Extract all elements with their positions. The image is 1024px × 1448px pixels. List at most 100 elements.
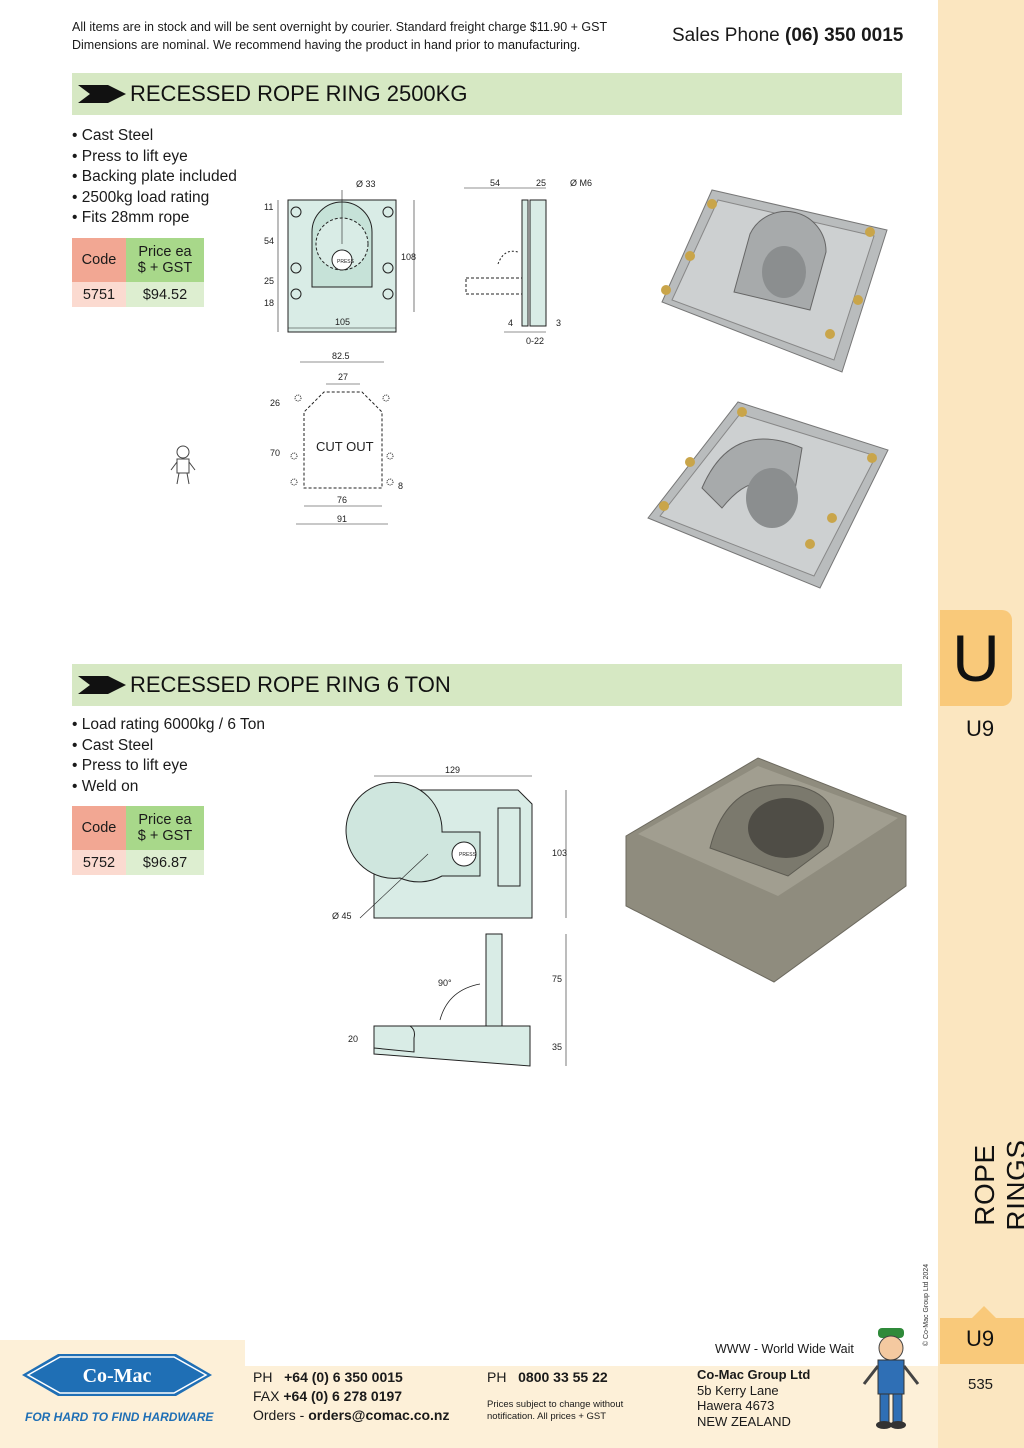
feature-item: Cast Steel xyxy=(72,736,265,757)
dim-label: 90° xyxy=(438,978,452,988)
mascot-icon xyxy=(862,1328,920,1429)
feature-item: Fits 28mm rope xyxy=(72,208,237,229)
comac-logo: Co-Mac xyxy=(22,1354,212,1396)
company-name: Co-Mac Group Ltd xyxy=(697,1367,811,1382)
product-price: $94.52 xyxy=(126,282,204,307)
price-header: Price ea $ + GST xyxy=(126,238,204,282)
price-header-line2: $ + GST xyxy=(137,260,193,276)
code-header: Code xyxy=(72,238,126,282)
dim-label: 54 xyxy=(490,178,500,188)
dim-label: Ø 45 xyxy=(332,911,352,921)
dim-label: 25 xyxy=(536,178,546,188)
product-photo-6ton xyxy=(625,757,907,983)
dim-label: 4 xyxy=(508,318,513,328)
product-photo-2500kg-open xyxy=(647,401,889,589)
phone-line: PH +64 (0) 6 350 0015 xyxy=(253,1368,450,1387)
dim-label: 129 xyxy=(445,765,460,775)
arrow-icon xyxy=(78,85,126,103)
fax-label: FAX xyxy=(253,1388,280,1404)
press-label: PRESS xyxy=(459,852,477,858)
price-header-line2: $ + GST xyxy=(137,828,193,844)
cutout-label: CUT OUT xyxy=(316,439,374,454)
bottom-tab xyxy=(940,1318,1024,1364)
press-label: PRESS xyxy=(337,259,355,265)
arrow-icon xyxy=(78,676,126,694)
feature-item: Backing plate included xyxy=(72,167,237,188)
price-note-line1: Prices subject to change without xyxy=(487,1399,624,1410)
section-code-bottom: U9 xyxy=(966,1326,995,1351)
dim-label: 54 xyxy=(264,236,274,246)
logo-text: Co-Mac xyxy=(83,1365,152,1387)
address-line: Hawera 4673 xyxy=(697,1398,775,1413)
header-note: All items are in stock and will be sent … xyxy=(72,18,662,54)
sales-phone-label: Sales Phone xyxy=(672,25,780,46)
side-view-drawing: 54 25 Ø M6 4 3 0-22 xyxy=(464,178,592,346)
dim-label: 91 xyxy=(337,514,347,524)
dim-label: 18 xyxy=(264,298,274,308)
price-note-line2: notification. All prices + GST xyxy=(487,1411,607,1422)
feature-item: 2500kg load rating xyxy=(72,188,237,209)
www-slogan: WWW - World Wide Wait xyxy=(715,1342,854,1356)
dim-label: Ø M6 xyxy=(570,178,592,188)
phone-label: PH xyxy=(253,1369,273,1385)
dim-label: 105 xyxy=(335,317,350,327)
price-header-line1: Price ea xyxy=(138,812,192,828)
price-header-line1: Price ea xyxy=(138,244,192,260)
side-profile-drawing: 90° 75 35 20 xyxy=(348,933,567,1067)
orders-line: Orders - orders@comac.co.nz xyxy=(253,1406,450,1425)
dim-label: 3 xyxy=(556,318,561,328)
dim-label: 82.5 xyxy=(332,351,350,361)
dim-label: 35 xyxy=(552,1042,562,1052)
dim-label: 0-22 xyxy=(526,336,544,346)
freephone-number: 0800 33 55 22 xyxy=(518,1369,608,1385)
dim-label: 26 xyxy=(270,398,280,408)
dim-label: 11 xyxy=(264,202,273,212)
bottom-tab-notch xyxy=(972,1306,996,1318)
address-line: NEW ZEALAND xyxy=(697,1413,791,1429)
cutout-drawing: 82.5 27 26 70 CUT OUT 8 76 91 xyxy=(270,351,403,525)
product-banner-6ton: RECESSED ROPE RING 6 TON xyxy=(72,664,902,706)
product-title: RECESSED ROPE RING 2500KG xyxy=(130,81,468,106)
section-code-top: U9 xyxy=(966,716,995,741)
feature-list: Cast Steel Press to lift eye Backing pla… xyxy=(72,126,237,229)
product-price: $96.87 xyxy=(126,850,204,875)
dim-label: 103 xyxy=(552,848,567,858)
dim-label: 70 xyxy=(270,448,280,458)
sales-phone: Sales Phone (06) 350 0015 xyxy=(672,25,903,47)
dim-label: Ø 33 xyxy=(356,179,376,189)
product-code: 5752 xyxy=(72,850,126,875)
dim-label: 76 xyxy=(337,495,347,505)
dim-label: 8 xyxy=(398,481,403,491)
product-title: RECESSED ROPE RING 6 TON xyxy=(130,672,451,697)
product-banner-2500kg: RECESSED ROPE RING 2500KG xyxy=(72,73,902,115)
code-header: Code xyxy=(72,806,126,850)
phone-number: +64 (0) 6 350 0015 xyxy=(284,1369,403,1385)
price-note: Prices subject to change without notific… xyxy=(487,1399,623,1423)
dim-label: 27 xyxy=(338,372,348,382)
feature-item: Press to lift eye xyxy=(72,756,265,777)
header-note-line2: Dimensions are nominal. We recommend hav… xyxy=(72,38,581,52)
feature-item: Load rating 6000kg / 6 Ton xyxy=(72,715,265,736)
feature-list: Load rating 6000kg / 6 Ton Cast Steel Pr… xyxy=(72,715,265,797)
category-label: ROPE RINGS xyxy=(969,1139,1024,1231)
freephone-label: PH xyxy=(487,1369,507,1385)
product-photo-2500kg-closed xyxy=(661,189,888,373)
top-view-drawing: PRESS 129 103 Ø 45 xyxy=(332,765,567,921)
dim-label: 75 xyxy=(552,974,562,984)
address-block: Co-Mac Group Ltd 5b Kerry Lane Hawera 46… xyxy=(697,1367,810,1429)
fax-line: FAX +64 (0) 6 278 0197 xyxy=(253,1387,450,1406)
fax-number: +64 (0) 6 278 0197 xyxy=(283,1388,403,1404)
mascot-icon xyxy=(170,445,196,485)
address-line: 5b Kerry Lane xyxy=(697,1382,779,1398)
feature-item: Press to lift eye xyxy=(72,147,237,168)
price-table: Code Price ea $ + GST 5751 $94.52 xyxy=(72,238,204,307)
orders-email[interactable]: orders@comac.co.nz xyxy=(308,1407,450,1423)
feature-item: Cast Steel xyxy=(72,126,237,147)
orders-label: Orders - xyxy=(253,1407,305,1423)
header-note-line1: All items are in stock and will be sent … xyxy=(72,20,608,34)
product-code: 5751 xyxy=(72,282,126,307)
page-number: 535 xyxy=(968,1376,994,1393)
sales-phone-number: (06) 350 0015 xyxy=(785,25,904,46)
front-view-drawing: PRESS Ø 33 11 54 25 18 108 105 xyxy=(264,179,416,333)
price-header: Price ea $ + GST xyxy=(126,806,204,850)
